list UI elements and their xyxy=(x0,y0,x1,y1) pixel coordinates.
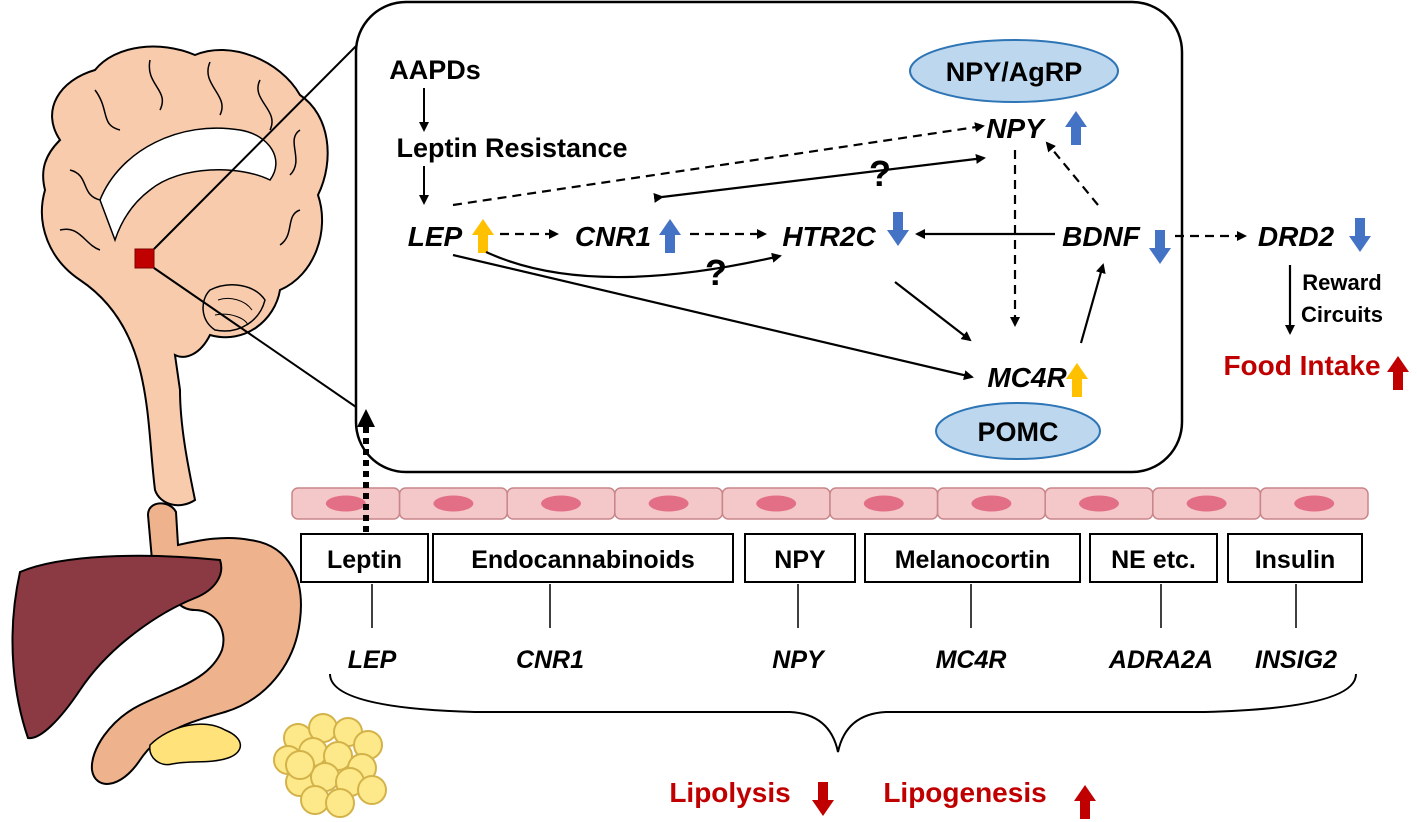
edge-lep-htr2c xyxy=(485,251,782,279)
edge-cnr1-npy xyxy=(653,153,986,203)
cell-nucleus xyxy=(1186,495,1227,512)
reward-line2: Circuits xyxy=(1301,302,1383,327)
lipolysis-label: Lipolysis xyxy=(669,777,790,808)
edge-htr2c-mc4r xyxy=(894,281,972,342)
signal-box xyxy=(1089,533,1218,583)
gene-npy: NPY xyxy=(986,113,1046,144)
gene-label: INSIG2 xyxy=(1255,646,1337,674)
cell-nucleus xyxy=(541,495,581,512)
pomc-label: POMC xyxy=(978,417,1059,447)
food-intake-label: Food Intake xyxy=(1223,350,1380,381)
adipocyte xyxy=(285,750,315,780)
cell-nucleus xyxy=(325,495,366,512)
signal-label: Endocannabinoids xyxy=(471,546,695,574)
signal-box xyxy=(744,533,856,583)
adipocytes-icon xyxy=(273,713,387,818)
zoom-line-bottom xyxy=(153,267,373,419)
blood-vessel-icon xyxy=(291,487,1369,520)
leptin-resistance-label: Leptin Resistance xyxy=(396,133,627,163)
food-intake-up-arrow xyxy=(1387,356,1409,390)
pancreas-icon xyxy=(149,723,242,766)
edge-lep-mc4r xyxy=(452,253,974,381)
adipocyte xyxy=(357,775,387,805)
gene-bdnf: BDNF xyxy=(1062,221,1141,252)
gene-label: MC4R xyxy=(936,646,1007,674)
zoom-line-top xyxy=(153,29,373,250)
signal-box xyxy=(432,533,734,583)
cell-nucleus xyxy=(1294,495,1335,512)
adipocyte xyxy=(325,788,355,818)
npy-agrp-label: NPY/AgRP xyxy=(946,57,1083,87)
signal-label: Leptin xyxy=(327,546,402,574)
cell-nucleus xyxy=(863,495,904,512)
gene-htr2c: HTR2C xyxy=(782,221,876,252)
lipogenesis-label: Lipogenesis xyxy=(883,777,1046,808)
brain-icon xyxy=(40,45,329,507)
adipocyte xyxy=(300,785,330,815)
signal-boxes: LeptinLEPEndocannabinoidsCNR1NPYNPYMelan… xyxy=(300,533,1363,674)
pomc-neuron xyxy=(935,402,1101,460)
lipolysis-down-arrow xyxy=(812,782,834,816)
cell-nucleus xyxy=(1079,495,1119,512)
question-mark-lep-htr2c: ? xyxy=(705,252,727,293)
gene-cnr1: CNR1 xyxy=(575,221,651,252)
lipogenesis-up-arrow xyxy=(1074,785,1096,819)
aapds-label: AAPDs xyxy=(389,55,481,85)
gene-label: LEP xyxy=(348,646,397,674)
drd2-down-arrow xyxy=(1349,218,1371,252)
gene-drd2: DRD2 xyxy=(1258,221,1335,252)
npy-agrp-neuron xyxy=(909,39,1119,103)
cell-nucleus xyxy=(756,495,797,512)
question-mark-cnr1-npy: ? xyxy=(869,153,891,194)
signal-label: Melanocortin xyxy=(895,546,1051,574)
hypothalamus-marker xyxy=(134,248,155,269)
signal-box xyxy=(1227,533,1363,583)
signal-5: NE etc. ADRA2A xyxy=(1089,533,1218,674)
genes-bracket xyxy=(329,673,1357,753)
signal-label: NE etc. xyxy=(1111,546,1196,574)
cell-nucleus xyxy=(433,495,474,512)
gene-label: CNR1 xyxy=(516,646,584,674)
cell-nucleus xyxy=(648,495,689,512)
stomach-icon xyxy=(90,502,302,785)
signal-box xyxy=(300,533,429,583)
edge-mc4r-bdnf xyxy=(1079,263,1106,344)
signal-box xyxy=(864,533,1081,583)
signal-label: NPY xyxy=(774,546,826,574)
liver-icon xyxy=(11,554,223,740)
signal-3: NPY NPY xyxy=(744,533,856,674)
signal-label: Insulin xyxy=(1255,546,1336,574)
gene-label: ADRA2A xyxy=(1108,646,1213,674)
gene-mc4r: MC4R xyxy=(987,362,1067,393)
gene-lep: LEP xyxy=(408,221,463,252)
edge-bdnf-npy xyxy=(1045,141,1099,206)
reward-line1: Reward xyxy=(1302,270,1381,295)
gene-label: NPY xyxy=(772,646,826,674)
cell-nucleus xyxy=(971,495,1012,512)
